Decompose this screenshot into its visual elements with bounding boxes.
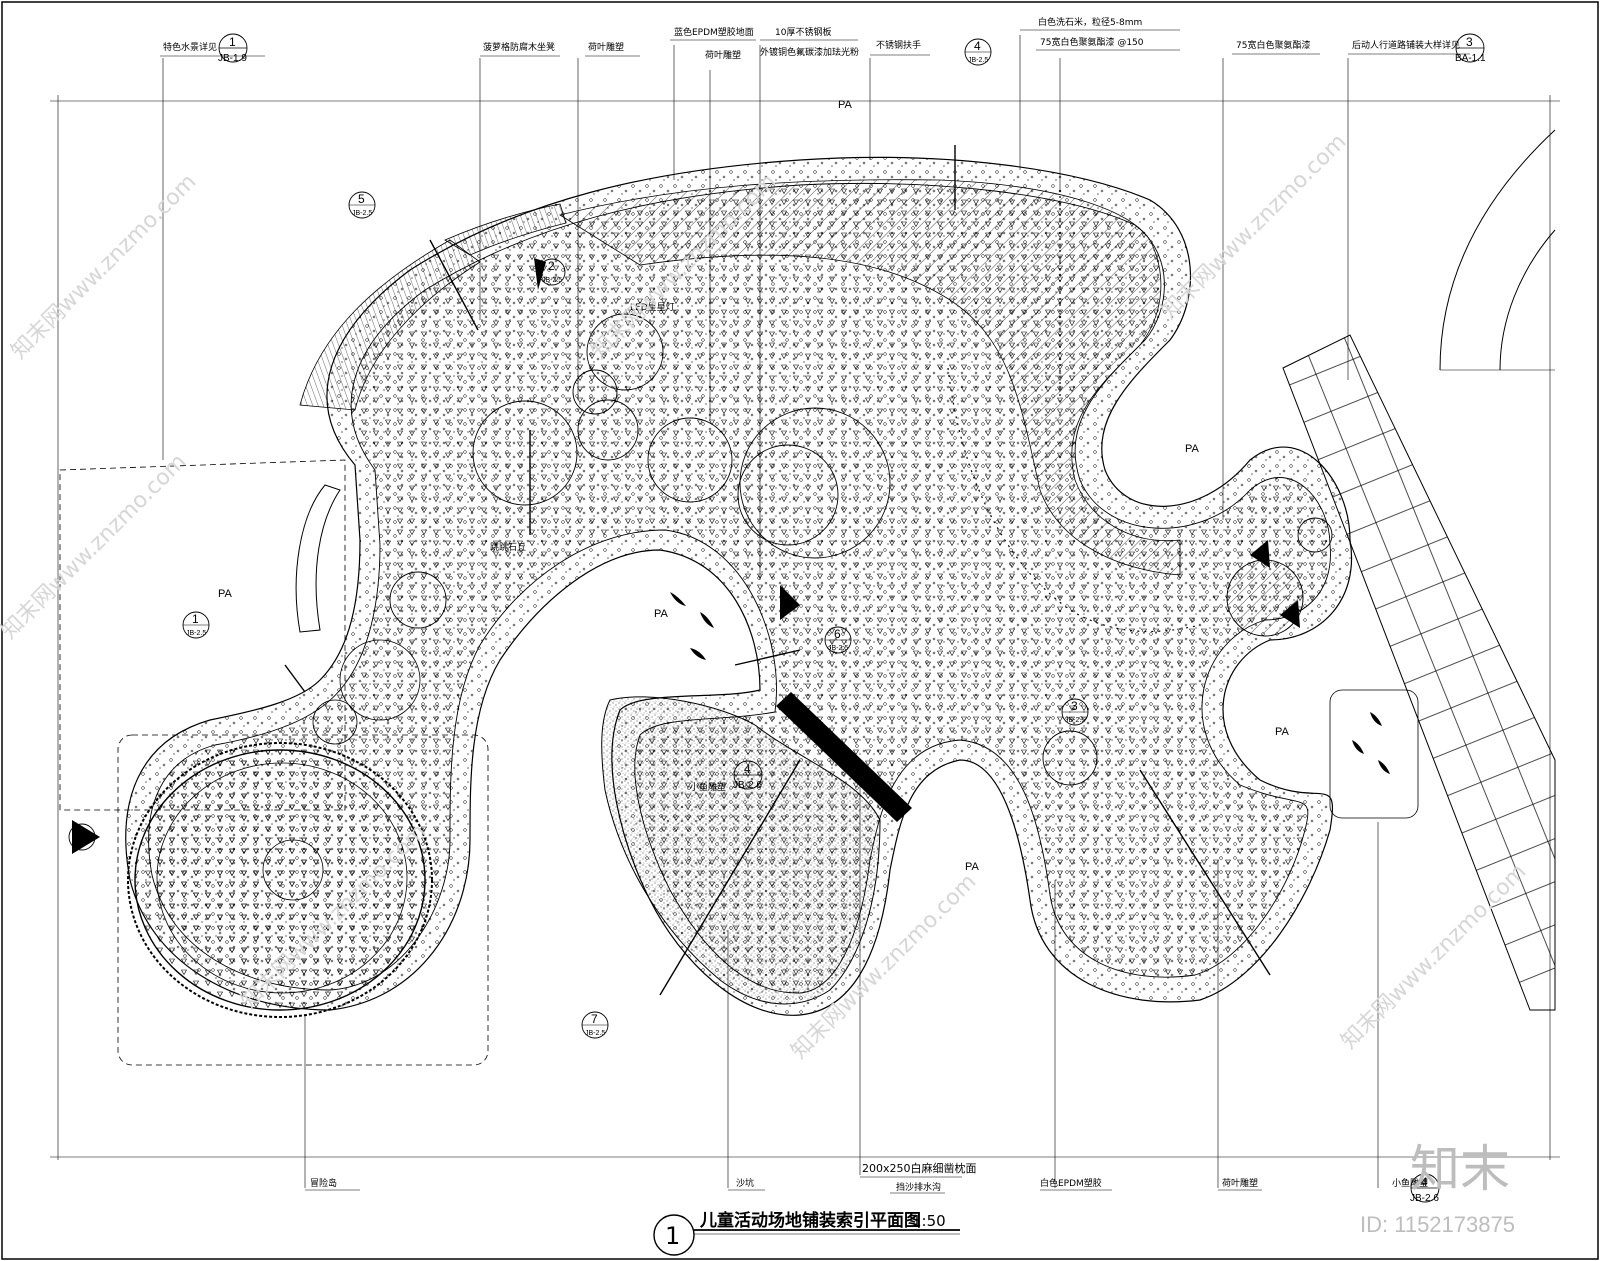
section-ref-5: 5 JB-2.5 bbox=[348, 191, 376, 219]
section-ref-sheet: JB-2.5 bbox=[828, 645, 848, 652]
title-block: 1 儿童活动场地铺装索引平面图 1:50 bbox=[653, 1210, 960, 1256]
water-feature-boundary bbox=[59, 459, 346, 811]
section-ref-4: 4 JB-2.5 bbox=[964, 38, 992, 66]
section-ref-sheet: JB-2.5 bbox=[186, 630, 206, 637]
annotation-bench: 菠萝格防腐木坐凳 bbox=[483, 41, 555, 53]
section-ref-7: 7 JB-2.5 bbox=[581, 1011, 609, 1039]
sandpit bbox=[601, 696, 881, 1005]
section-ref-sheet: JB-2.5 bbox=[968, 57, 988, 64]
annotation-lotus-bottom: 荷叶雕塑 bbox=[1222, 1177, 1258, 1189]
section-ref-2: 2 JB-2.5 bbox=[534, 258, 566, 290]
section-ref-number: 5 bbox=[358, 192, 365, 206]
section-ref-number: 7 bbox=[591, 1012, 598, 1026]
annotation-pebble: 白色洗石米，粒径5-8mm bbox=[1038, 16, 1142, 28]
detail-ref-number: 4 bbox=[1421, 1175, 1428, 1189]
bottom-annotation-underlines bbox=[305, 1176, 1262, 1194]
bottom-leader-lines bbox=[304, 760, 1379, 1188]
detail-ref-number: 4 bbox=[744, 762, 751, 776]
detail-ref-sheet: JB-2.6 bbox=[733, 780, 762, 791]
pa-label: PA bbox=[218, 588, 233, 600]
pa-label: PA bbox=[654, 608, 669, 620]
section-cut-lines bbox=[284, 145, 1271, 996]
watermark-text: 知末网www.znzmo.com bbox=[1157, 129, 1352, 324]
annotation-lotus: 荷叶雕塑 bbox=[588, 41, 624, 53]
annotation-fish: 小鱼雕塑 bbox=[1392, 1177, 1428, 1189]
section-ref-6: 6 JB-2.5 bbox=[824, 626, 852, 654]
section-arrows bbox=[780, 540, 1300, 628]
drawing-title: 儿童活动场地铺装索引平面图 bbox=[699, 1210, 921, 1231]
pa-label: PA bbox=[1185, 443, 1200, 455]
annotation-drain: 挡沙排水沟 bbox=[896, 1181, 941, 1193]
pa-label: PA bbox=[1275, 726, 1290, 738]
brand-logo: 知末 bbox=[1410, 1140, 1510, 1198]
adventure-island bbox=[117, 639, 489, 1066]
image-id: ID: 1152173875 bbox=[1360, 1212, 1515, 1237]
detail-ref-4-bottom: 4 JB-2.6 bbox=[1410, 1173, 1440, 1204]
detail-ref-3: 3 BA-1.1 bbox=[1455, 33, 1486, 64]
section-ref-number: 1 bbox=[192, 612, 199, 626]
fish-sculpture-label: 小鱼雕塑 bbox=[690, 781, 726, 793]
detail-ref-4-fish: 4 JB-2.6 bbox=[733, 760, 763, 791]
pedestrian-road bbox=[1282, 129, 1556, 1011]
annotation-lotus-2: 荷叶雕塑 bbox=[705, 49, 741, 61]
curved-bench bbox=[295, 484, 341, 633]
playground-main bbox=[125, 156, 1353, 1016]
annotation-road-detail: 后动人行道路铺装大样详见 bbox=[1352, 39, 1460, 51]
annotation-granite: 200x250白麻细凿枕面 bbox=[862, 1161, 977, 1175]
annotation-coating: 外镀铜色氟碳漆加珐光粉 bbox=[760, 46, 859, 58]
watermark-text: 知末网www.znzmo.com bbox=[7, 169, 202, 364]
annotation-white-stripe: 75宽白色聚氨酯漆 @150 bbox=[1040, 36, 1144, 48]
section-ref-sheet: JB-2.5 bbox=[352, 210, 372, 217]
top-annotations: 特色水景详见 菠萝格防腐木坐凳 荷叶雕塑 蓝色EPDM塑胶地面 荷叶雕塑 10厚… bbox=[163, 16, 1460, 61]
drawing-scale: 1:50 bbox=[912, 1212, 946, 1230]
bottom-annotations: 冒险岛 沙坑 200x250白麻细凿枕面 挡沙排水沟 白色EPDM塑胶 荷叶雕塑… bbox=[310, 1161, 1428, 1193]
drawing-number: 1 bbox=[665, 1222, 680, 1250]
fish-sculpture-box bbox=[1329, 689, 1419, 819]
drainage-bridge bbox=[776, 692, 912, 822]
watermark-text: 知末网www.znzmo.com bbox=[0, 449, 191, 644]
annotation-sandpit: 沙坑 bbox=[736, 1177, 754, 1189]
led-dotted-arc bbox=[947, 367, 1201, 633]
hatched-circle bbox=[1226, 559, 1304, 637]
section-ref-number: 2 bbox=[548, 259, 555, 273]
section-ref-number: 3 bbox=[1071, 699, 1078, 713]
section-ref-sheet: JB-2.5 bbox=[585, 1030, 605, 1037]
jump-stone-label: 跳跳石丘 bbox=[490, 541, 526, 553]
fish-icons bbox=[670, 592, 1390, 774]
pa-label: PA bbox=[838, 99, 853, 111]
detail-ref-sheet: BA-1.1 bbox=[1455, 53, 1486, 64]
annotation-adventure-island: 冒险岛 bbox=[310, 1177, 337, 1189]
pa-label: PA bbox=[965, 861, 980, 873]
section-ref-1-left: 1 JB-2.5 bbox=[182, 611, 210, 639]
annotation-white-stripe-2: 75宽白色聚氨酯漆 bbox=[1236, 39, 1310, 51]
section-ref-3: 3 JB-2.5 bbox=[1061, 698, 1089, 726]
lotus-circles bbox=[389, 313, 1333, 786]
top-leader-lines bbox=[162, 35, 1349, 580]
annotation-epdm-blue: 蓝色EPDM塑胶地面 bbox=[674, 26, 754, 38]
pa-labels: PA PA PA PA PA PA bbox=[218, 99, 1290, 873]
section-ref-number: 6 bbox=[834, 627, 841, 641]
watermark-text: 知末网www.znzmo.com bbox=[1337, 859, 1532, 1054]
section-ref-number: 4 bbox=[974, 39, 981, 53]
detail-ref-1: 1 JB-1.9 bbox=[218, 33, 248, 64]
detail-ref-number: 1 bbox=[229, 35, 236, 49]
detail-ref-sheet: JB-1.9 bbox=[218, 53, 247, 64]
top-annotation-underlines bbox=[160, 29, 1470, 57]
section-ref-sheet: JB-2.5 bbox=[542, 277, 562, 284]
section-ref-sheet: JB-2.5 bbox=[1065, 717, 1085, 724]
annotation-epdm-white: 白色EPDM塑胶 bbox=[1040, 1177, 1102, 1189]
annotation-water-feature: 特色水景详见 bbox=[163, 41, 217, 53]
section-ref-1-edge bbox=[68, 820, 100, 854]
detail-ref-sheet: JB-2.6 bbox=[1410, 1193, 1439, 1204]
detail-ref-number: 3 bbox=[1466, 35, 1473, 49]
annotation-handrail: 不锈钢扶手 bbox=[876, 39, 921, 51]
annotation-steel-plate: 10厚不锈钢板 bbox=[775, 26, 831, 38]
led-light-label: LED星星灯 bbox=[630, 302, 675, 313]
